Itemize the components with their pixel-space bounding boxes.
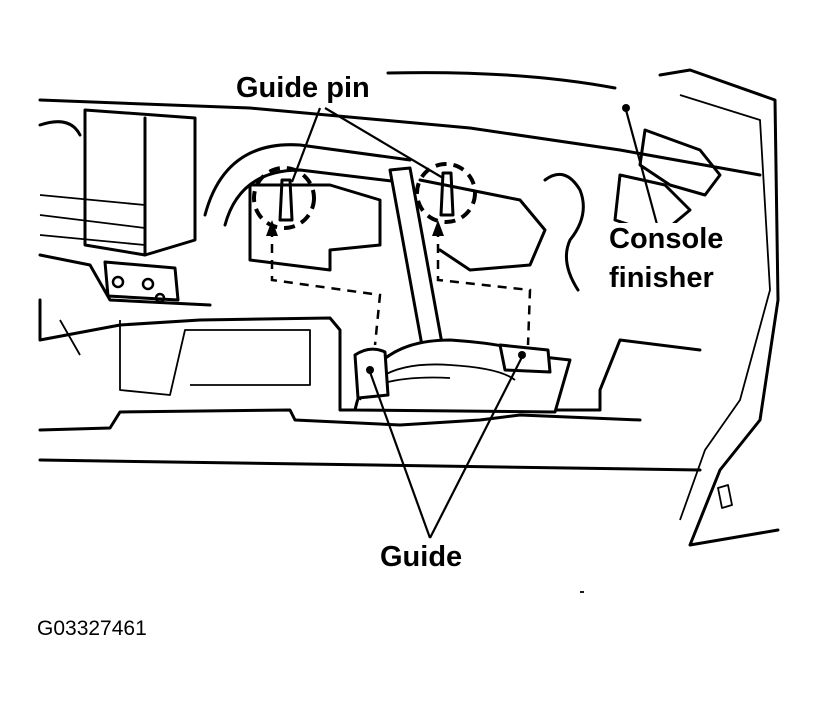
- lower-tray-lip: [38, 408, 642, 432]
- guide-pin-right: [439, 171, 455, 217]
- dashboard-curve: [386, 71, 617, 90]
- label-console-finisher-line2: finisher: [606, 262, 717, 294]
- figure-id: G03327461: [37, 617, 147, 640]
- leader-console-finisher: [624, 109, 660, 229]
- guide-pin-circle-right: [415, 162, 477, 224]
- dashboard-top-edge: [38, 98, 762, 177]
- guide-pin-circle-left: [252, 166, 316, 230]
- connector-cluster: [638, 128, 722, 197]
- label-guide: Guide: [377, 541, 466, 573]
- alignment-arrow-right: [432, 220, 444, 236]
- left-module-lines: [39, 194, 146, 246]
- center-frame: [248, 183, 382, 272]
- leader-guide-pin-right: [324, 107, 444, 179]
- leader-guide-left: [368, 371, 432, 539]
- guide-pin-left: [278, 178, 294, 222]
- mount-bracket: [103, 260, 180, 302]
- finisher-slot: [717, 484, 733, 509]
- harness-wire: [543, 172, 585, 292]
- console-finisher-panel: [658, 68, 780, 547]
- leader-guide-left-dot: [366, 366, 374, 374]
- alignment-dash-right: [436, 228, 532, 346]
- lower-tray-floor: [38, 458, 702, 472]
- label-guide-pin: Guide pin: [233, 72, 373, 104]
- guide-post-right: [498, 343, 552, 374]
- leader-guide-pin-left: [290, 107, 322, 183]
- console-finisher-inner: [679, 94, 771, 521]
- right-frame: [418, 178, 547, 272]
- bracket-hole-3: [154, 292, 166, 304]
- air-duct-arc: [203, 143, 412, 217]
- label-console-finisher-line1: Console: [606, 223, 727, 255]
- left-panel-detail: [59, 319, 311, 396]
- lower-tray-outline: [38, 298, 702, 412]
- bracket-hole-2: [141, 277, 155, 291]
- left-module-box: [83, 108, 197, 257]
- bracket-hole-1: [111, 275, 125, 289]
- leader-guide-right-dot: [518, 351, 526, 359]
- leader-console-finisher-dot: [622, 104, 630, 112]
- leader-guide-right: [429, 356, 523, 539]
- connector-cluster-2: [613, 173, 692, 237]
- alignment-arrow-left: [266, 220, 278, 236]
